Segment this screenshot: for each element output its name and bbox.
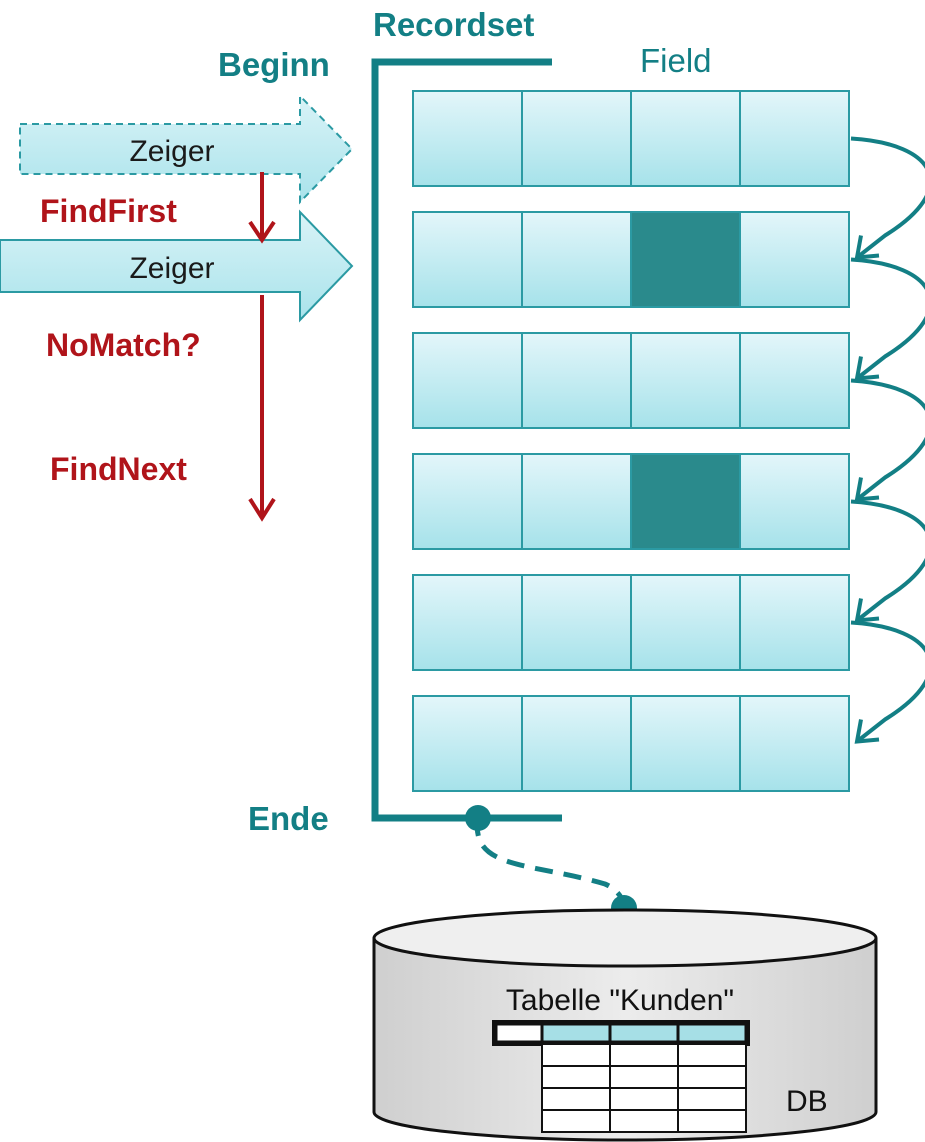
move-next-arrow — [850, 620, 925, 744]
field-cell — [521, 90, 632, 187]
move-next-arrowhead — [854, 235, 880, 260]
field-cell — [739, 332, 850, 429]
field-cell — [412, 453, 523, 550]
field-cell-match — [630, 453, 741, 550]
field-cell — [521, 695, 632, 792]
field-cell — [630, 332, 741, 429]
field-cell — [739, 90, 850, 187]
field-cell — [412, 211, 523, 308]
field-cell — [630, 695, 741, 792]
db-connection-line — [474, 817, 627, 906]
move-next-arrowhead — [854, 719, 880, 744]
field-cell — [521, 574, 632, 671]
record-row — [412, 211, 850, 308]
field-cell — [521, 332, 632, 429]
pointer-ghost: Zeiger — [19, 93, 354, 205]
findfirst-label: FindFirst — [40, 193, 177, 229]
pointer-active: Zeiger — [0, 209, 354, 323]
move-next-arrow — [850, 257, 925, 381]
ende-label: Ende — [248, 800, 329, 837]
field-cell — [521, 453, 632, 550]
field-cell — [630, 90, 741, 187]
pointer-ghost-label: Zeiger — [129, 135, 214, 168]
findnext-label: FindNext — [50, 451, 187, 487]
move-next-arrow — [850, 499, 925, 623]
beginn-label: Beginn — [218, 46, 330, 83]
move-next-arrows — [850, 136, 925, 744]
field-cell — [739, 211, 850, 308]
field-cell — [412, 574, 523, 671]
record-row — [412, 574, 850, 671]
findfirst-arrow — [248, 172, 276, 244]
move-next-arrowhead — [854, 477, 880, 502]
move-next-arrowhead — [854, 598, 880, 623]
pointer-active-label: Zeiger — [129, 252, 214, 285]
field-cell — [412, 695, 523, 792]
recordset-title: Recordset — [373, 6, 534, 43]
recordset-connector-dot — [465, 805, 491, 831]
field-cell — [739, 453, 850, 550]
field-label: Field — [640, 42, 712, 79]
record-rows — [412, 90, 850, 792]
table-name-label: Tabelle "Kunden" — [506, 984, 734, 1017]
nomatch-label: NoMatch? — [46, 327, 201, 363]
field-cell — [412, 90, 523, 187]
record-row — [412, 90, 850, 187]
field-cell — [630, 574, 741, 671]
findnext-arrow — [248, 295, 276, 522]
field-cell — [739, 695, 850, 792]
field-cell — [412, 332, 523, 429]
field-cell — [739, 574, 850, 671]
move-next-arrow — [850, 378, 925, 502]
record-row — [412, 332, 850, 429]
customer-table-icon — [492, 1020, 750, 1133]
field-cell-match — [630, 211, 741, 308]
record-row — [412, 453, 850, 550]
move-next-arrow — [850, 136, 925, 260]
move-next-arrowhead — [854, 356, 880, 381]
record-row — [412, 695, 850, 792]
field-cell — [521, 211, 632, 308]
db-label: DB — [786, 1085, 828, 1118]
